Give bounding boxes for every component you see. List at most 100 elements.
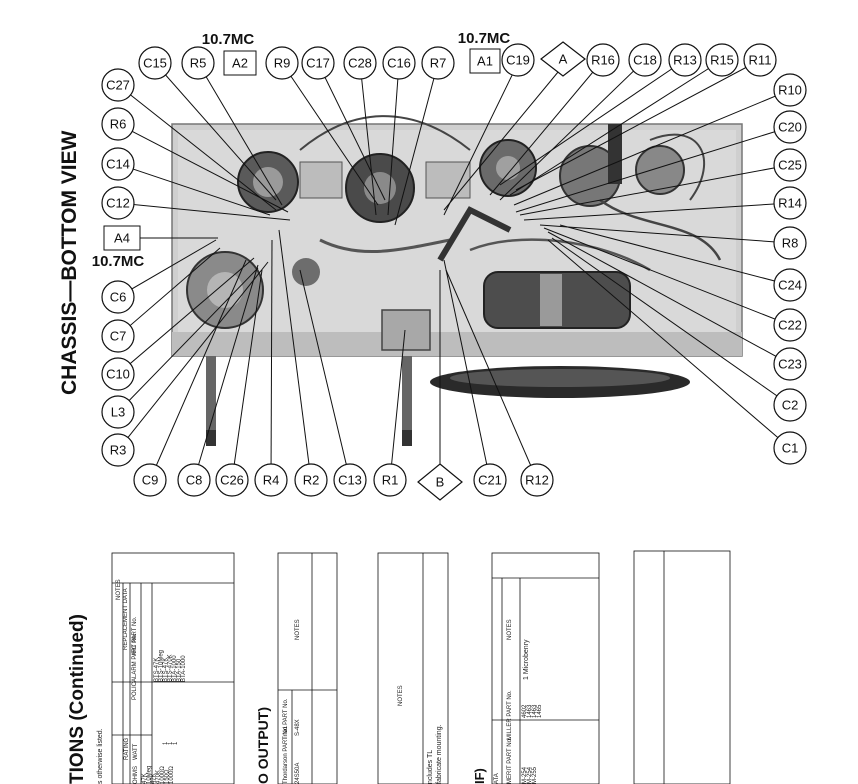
rt-replacement: REPLACEMENT DATA xyxy=(123,588,129,650)
callout-label: C6 xyxy=(110,290,127,305)
empty-table xyxy=(633,550,731,784)
chassis-title: CHASSIS—BOTTOM VIEW xyxy=(58,130,81,395)
callout-c12: C12 xyxy=(101,186,135,220)
if-merit-value: M-255 xyxy=(532,766,538,784)
callout-label: C24 xyxy=(778,278,802,293)
if-data: ATA xyxy=(494,773,500,784)
callout-c15: C15 xyxy=(138,46,172,80)
if-merit-value: M-254 xyxy=(522,766,528,784)
mt-text2: fabricate mounting. xyxy=(436,724,443,784)
callout-r1: R1 xyxy=(373,463,407,497)
callout-r14: R14 xyxy=(773,186,807,220)
if-miller-value: 1463 xyxy=(527,704,533,718)
if-miller-value: 4602 xyxy=(522,704,528,718)
rt-ohms-value: 1000Ω xyxy=(160,766,166,784)
rt-ohms-value: 47K xyxy=(142,773,148,784)
freq-label-a2: 10.7MC xyxy=(202,31,255,48)
rt-watt-value: 1 xyxy=(173,741,179,745)
if-miller: MILLER PART No. xyxy=(507,690,513,740)
callout-c6: C6 xyxy=(101,280,135,314)
note-line: s otherwise listed. xyxy=(97,728,104,784)
rt-ohms: OHMS xyxy=(133,766,139,784)
callout-r8: R8 xyxy=(773,226,807,260)
if-miller-value: 1463 xyxy=(532,704,538,718)
rt-watt-value: 1 xyxy=(163,741,169,745)
callout-r10: R10 xyxy=(773,73,807,107)
if-title: IF) xyxy=(472,768,487,784)
if-miller-value: 1465 xyxy=(537,704,543,718)
rt-irc-value: BTS-10Meg xyxy=(159,650,165,682)
callout-label: C8 xyxy=(186,473,203,488)
freq-label-a4: 10.7MC xyxy=(92,253,145,270)
output-title: O OUTPUT) xyxy=(255,707,271,784)
callout-c7: C7 xyxy=(101,319,135,353)
rt-irc-value: BTA-150 xyxy=(177,658,183,682)
rt-ohms-value: 47K xyxy=(151,773,157,784)
rt-irc-value: BTS-47K xyxy=(163,658,169,682)
callout-label: R8 xyxy=(782,236,799,251)
callout-label: C19 xyxy=(506,53,530,68)
callout-c18: C18 xyxy=(628,43,662,77)
callout-label: C26 xyxy=(220,473,244,488)
rt-irc-value: BTS-47K xyxy=(154,658,160,682)
freq-label-a1: 10.7MC xyxy=(458,30,511,47)
rt-irc-value: BTS-470K xyxy=(168,654,174,682)
callout-c27: C27 xyxy=(101,68,135,102)
rt-ohms-value: 150Ω xyxy=(165,769,171,784)
callout-label: C27 xyxy=(106,78,130,93)
callout-label: C28 xyxy=(348,56,372,71)
rt-watt-value: 1 xyxy=(168,741,174,745)
callout-c1: C1 xyxy=(773,431,807,465)
callout-r5: R5 xyxy=(181,46,215,80)
callout-l3: L3 xyxy=(101,395,135,429)
callout-label: C7 xyxy=(110,329,127,344)
output-table xyxy=(277,552,338,784)
callout-r9: R9 xyxy=(265,46,299,80)
chassis-photo xyxy=(171,115,743,446)
callout-label: R4 xyxy=(263,473,280,488)
callout-label: C22 xyxy=(778,318,802,333)
if-merit-value: M-254 xyxy=(527,766,533,784)
callout-c22: C22 xyxy=(773,308,807,342)
callout-label: C12 xyxy=(106,196,130,211)
callout-label: R11 xyxy=(749,53,772,68)
callout-label: C25 xyxy=(778,158,802,173)
rt-irc-value: BTA-1000 xyxy=(172,655,178,682)
callout-label: R10 xyxy=(778,83,802,98)
if-note-val: 1 Microbenry xyxy=(523,639,530,680)
callout-label: C17 xyxy=(306,56,330,71)
callout-c9: C9 xyxy=(133,463,167,497)
callout-label: C20 xyxy=(778,120,802,135)
callout-c24: C24 xyxy=(773,268,807,302)
callout-c2: C2 xyxy=(773,388,807,422)
callout-label: C18 xyxy=(633,53,657,68)
mt-notes: NOTES xyxy=(398,685,404,706)
callout-r11: R11 xyxy=(743,43,777,77)
callout-label: C15 xyxy=(143,56,167,71)
ot-triad: Triad PART No. xyxy=(283,698,289,740)
diamond-a: A xyxy=(559,52,568,67)
rt-irc-value: BTA-1000 xyxy=(181,655,187,682)
callout-c10: C10 xyxy=(101,357,135,391)
callout-c16: C16 xyxy=(382,46,416,80)
callout-label: C13 xyxy=(338,473,362,488)
callout-label: R7 xyxy=(430,56,447,71)
box-a1: A1 xyxy=(477,54,493,69)
box-a4: A4 xyxy=(114,231,130,246)
callout-label: R12 xyxy=(525,473,549,488)
rt-polycalarm: POLICALARM PART No. xyxy=(132,633,138,700)
rt-watt: WATT xyxy=(133,743,139,760)
callout-label: R9 xyxy=(274,56,291,71)
callout-r15: R15 xyxy=(705,43,739,77)
box-a2: A2 xyxy=(232,56,248,71)
callout-r12: R12 xyxy=(520,463,554,497)
resistor-table xyxy=(111,552,235,784)
callout-label: R3 xyxy=(110,443,127,458)
callout-label: R2 xyxy=(303,473,320,488)
callout-label: R13 xyxy=(673,53,697,68)
callout-r6: R6 xyxy=(101,107,135,141)
rt-irc: IRC PART No. xyxy=(132,616,138,655)
callout-c20: C20 xyxy=(773,110,807,144)
